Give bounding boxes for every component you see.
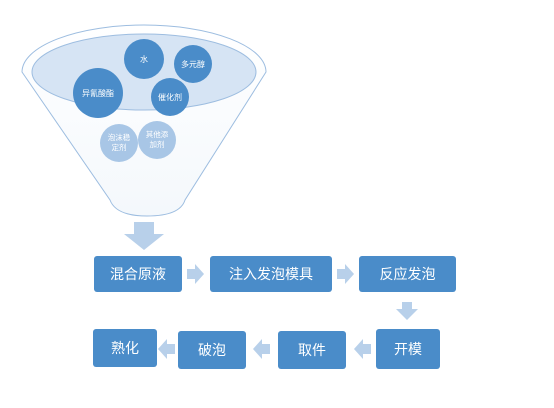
step-curing: 熟化 <box>93 329 157 367</box>
step-open-mold-label: 开模 <box>394 342 422 358</box>
ingredient-circle-polyol: 多元醇 <box>174 45 212 83</box>
arrow-left-1 <box>354 339 371 359</box>
ingredient-label-other-additives-1: 其他添 <box>146 129 169 139</box>
arrow-left-3 <box>158 339 175 359</box>
step-mix-raw-liquid-label: 混合原液 <box>110 267 166 283</box>
step-crush-foam-label: 破泡 <box>198 343 226 359</box>
step-reaction-foaming: 反应发泡 <box>359 256 456 292</box>
ingredient-label-isocyanate: 异氰酸酯 <box>82 88 114 98</box>
step-curing-label: 熟化 <box>111 341 139 357</box>
arrow-left-2 <box>253 339 270 359</box>
ingredient-label-polyol: 多元醇 <box>181 59 205 69</box>
arrow-right-1 <box>187 264 204 284</box>
step-inject-foam-mold-label: 注入发泡模具 <box>229 267 313 283</box>
step-take-part-label: 取件 <box>298 343 326 359</box>
ingredient-label-foam-stabilizer-1: 泡沫稳 <box>108 132 131 142</box>
arrow-right-2 <box>337 264 354 284</box>
step-open-mold: 开模 <box>376 329 440 369</box>
ingredient-circle-foam-stabilizer: 泡沫稳 定剂 <box>100 124 138 162</box>
ingredient-circle-catalyst: 催化剂 <box>151 78 189 116</box>
step-mix-raw-liquid: 混合原液 <box>94 256 182 292</box>
ingredient-circle-other-additives: 其他添 加剂 <box>138 121 176 159</box>
step-inject-foam-mold: 注入发泡模具 <box>210 256 332 292</box>
funnel-down-arrow <box>124 222 164 250</box>
ingredient-circle-water: 水 <box>124 39 164 79</box>
step-take-part: 取件 <box>278 331 346 369</box>
step-reaction-foaming-label: 反应发泡 <box>379 267 436 283</box>
step-crush-foam: 破泡 <box>178 331 246 369</box>
ingredient-label-catalyst: 催化剂 <box>158 92 182 102</box>
ingredient-label-foam-stabilizer-2: 定剂 <box>112 142 127 152</box>
ingredient-circle-isocyanate: 异氰酸酯 <box>73 68 123 118</box>
arrow-down-right <box>396 302 418 320</box>
ingredient-label-other-additives-2: 加剂 <box>150 139 165 149</box>
ingredient-label-water: 水 <box>140 54 148 64</box>
